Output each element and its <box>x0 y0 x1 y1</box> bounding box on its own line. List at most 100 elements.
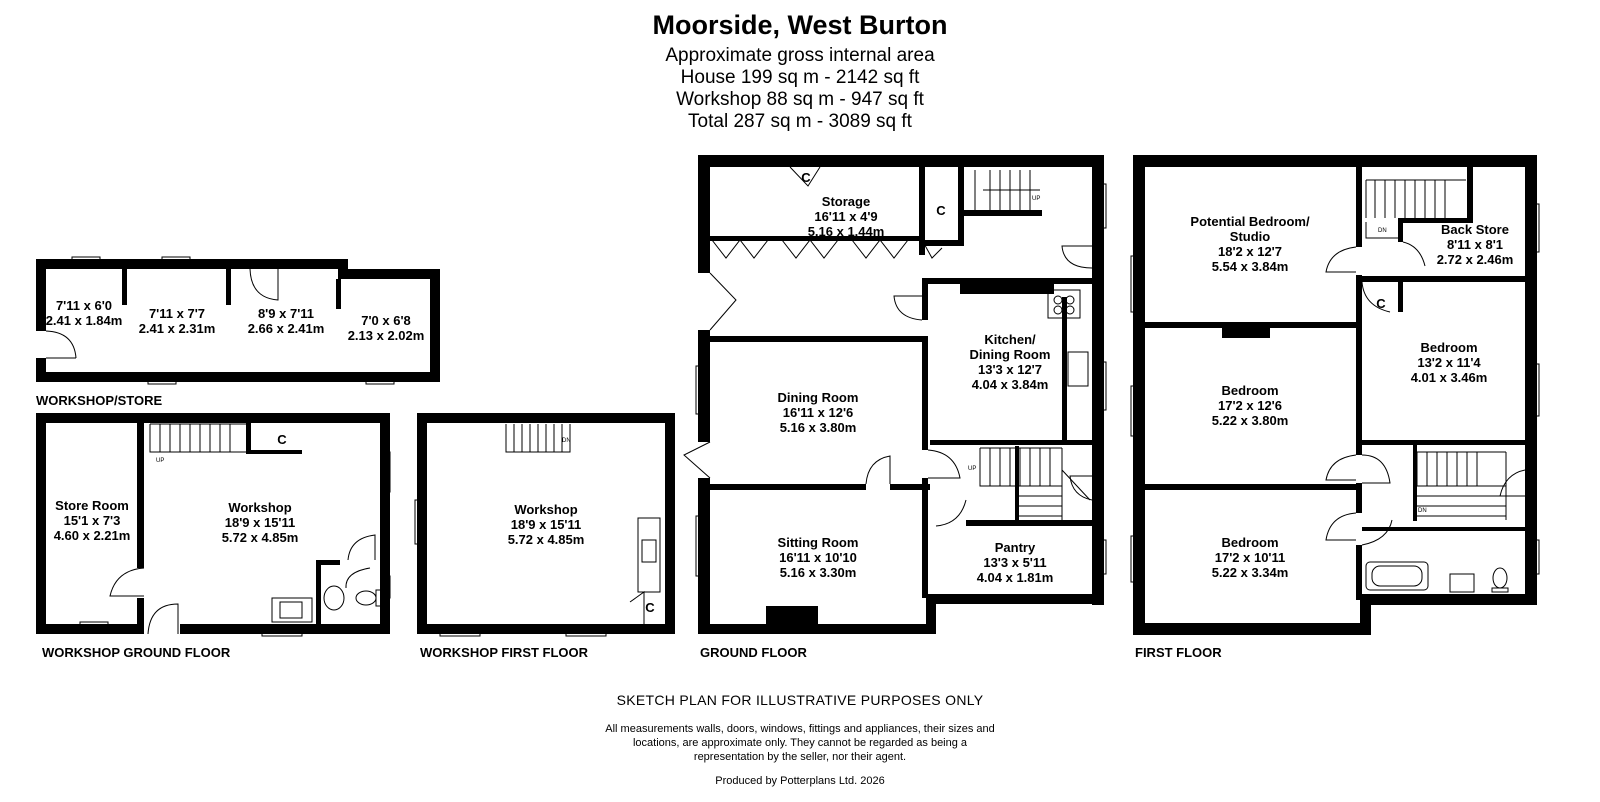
wall <box>1356 275 1362 455</box>
wall <box>316 560 321 634</box>
room-metric: 5.16 x 3.30m <box>779 565 857 580</box>
kitchen-sink <box>1067 351 1089 387</box>
wall <box>1362 276 1537 282</box>
room-name: Kitchen/ <box>984 332 1036 347</box>
wall <box>1398 280 1403 312</box>
wall <box>1133 155 1145 635</box>
room-imperial: 18'9 x 15'11 <box>224 515 296 530</box>
hob-ring <box>1053 295 1063 305</box>
wall <box>137 423 144 568</box>
door-swing <box>249 268 279 301</box>
room-metric: 5.72 x 4.85m <box>221 530 299 545</box>
wall <box>698 155 1104 167</box>
disclaimer-line: All measurements walls, doors, windows, … <box>605 723 995 735</box>
wall <box>708 236 924 241</box>
room-name: Workshop <box>228 500 292 515</box>
room-label-workshop-first: Workshop 18'9 x 15'11 5.72 x 4.85m <box>476 502 616 547</box>
room-imperial: 13'2 x 11'4 <box>1417 355 1481 370</box>
wall <box>36 358 46 382</box>
staircase <box>149 423 246 453</box>
property-title: Moorside, West Burton <box>652 10 948 40</box>
stair-label-up: UP <box>1032 196 1040 202</box>
door-swing <box>1061 245 1093 269</box>
wall <box>964 210 1042 216</box>
room-label-bedroom-2: Bedroom 17'2 x 12'6 5.22 x 3.80m <box>1180 383 1320 428</box>
wall <box>922 340 928 450</box>
wall <box>1360 594 1537 605</box>
wall <box>925 240 961 246</box>
room-name: Pantry <box>994 540 1036 555</box>
room-imperial: 8'9 x 7'11 <box>257 306 315 321</box>
door-swing <box>109 567 145 597</box>
wall <box>1133 623 1371 635</box>
room-label-pantry: Pantry 13'3 x 5'11 4.04 x 1.81m <box>955 540 1075 585</box>
door-swing <box>1069 475 1093 501</box>
room-name: Storage <box>821 194 871 209</box>
cupboard-label: C <box>801 170 811 185</box>
room-metric: 4.60 x 2.21m <box>53 528 131 543</box>
wall <box>1062 297 1067 440</box>
staircase <box>974 170 1040 210</box>
toilet <box>355 590 377 606</box>
room-metric: 5.16 x 1.44m <box>807 224 885 239</box>
wall <box>1222 322 1270 338</box>
room-metric: 5.22 x 3.34m <box>1211 565 1289 580</box>
wall <box>698 478 710 634</box>
room-name: Bedroom <box>1420 340 1478 355</box>
door-swing <box>1325 246 1357 273</box>
wall <box>417 624 675 634</box>
room-imperial: 16'11 x 4'9 <box>814 209 878 224</box>
producer-credit: Produced by Potterplans Ltd. 2026 <box>715 775 885 787</box>
toilet-cistern <box>1491 587 1509 593</box>
disclaimer-line: representation by the seller, nor their … <box>693 751 907 763</box>
door-swing <box>865 455 891 485</box>
room-metric: 4.04 x 3.84m <box>971 377 1049 392</box>
wall <box>430 269 440 382</box>
wall <box>1356 545 1362 600</box>
room-imperial: 18'2 x 12'7 <box>1217 244 1283 259</box>
room-metric: 2.72 x 2.46m <box>1436 252 1514 267</box>
wall <box>122 269 127 305</box>
door-swing <box>1325 512 1357 541</box>
room-label-kitchen: Kitchen/ Dining Room 13'3 x 12'7 4.04 x … <box>950 332 1070 392</box>
room-imperial: 13'3 x 5'11 <box>983 555 1047 570</box>
door-swing <box>935 499 967 527</box>
wall <box>1143 484 1361 490</box>
wall <box>246 423 251 453</box>
room-label-sitting: Sitting Room 16'11 x 10'10 5.16 x 3.30m <box>748 535 888 580</box>
room-label-ws1: 7'11 x 6'0 2.41 x 1.84m <box>44 298 124 328</box>
wall <box>226 269 231 305</box>
room-metric: 5.22 x 3.80m <box>1211 413 1289 428</box>
room-imperial: 13'3 x 12'7 <box>977 362 1043 377</box>
wall <box>922 280 928 320</box>
basin <box>1449 573 1475 593</box>
stair-label-dn: DN <box>562 438 571 444</box>
wall <box>966 520 1092 526</box>
wall <box>922 478 928 598</box>
wall <box>36 372 440 382</box>
wall <box>316 560 340 565</box>
wall <box>417 413 675 423</box>
wall <box>1413 445 1417 521</box>
room-imperial: 7'11 x 7'7 <box>148 306 206 321</box>
door-swing <box>345 567 371 589</box>
wall <box>1362 440 1528 445</box>
bath <box>1365 561 1429 591</box>
cupboard-label: C <box>277 432 287 447</box>
wall <box>1133 155 1537 167</box>
door-swing <box>927 449 961 479</box>
stair-label-dn: DN <box>1418 508 1427 514</box>
wall <box>1362 527 1528 531</box>
floor-label-workshop-ground: WORKSHOP GROUND FLOOR <box>42 645 231 660</box>
wall <box>36 259 46 331</box>
floor-label-workshop-first: WORKSHOP FIRST FLOOR <box>420 645 589 660</box>
total-area: Total 287 sq m - 3089 sq ft <box>688 111 912 132</box>
room-label-store-room: Store Room 15'1 x 7'3 4.60 x 2.21m <box>46 498 138 543</box>
wall <box>1356 167 1362 247</box>
door-swing <box>683 441 711 479</box>
wall <box>36 413 46 634</box>
wardrobe-doors <box>711 239 943 259</box>
stair-label-up: UP <box>968 466 976 472</box>
floor-label-first: FIRST FLOOR <box>1135 645 1222 660</box>
